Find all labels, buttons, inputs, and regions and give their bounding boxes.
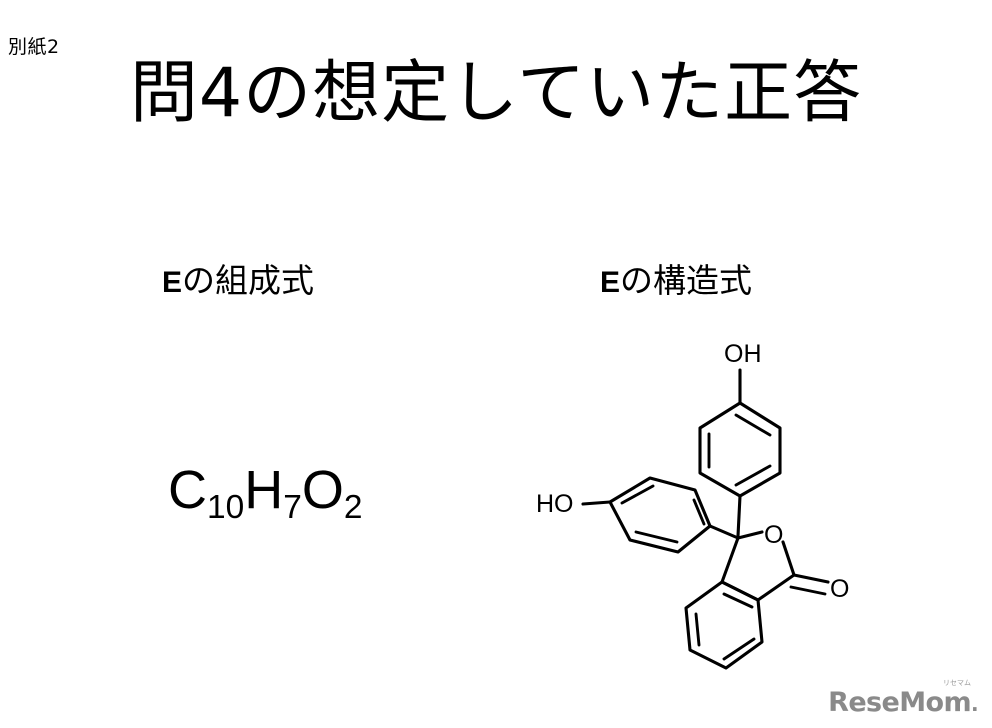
formula-element-c: C <box>168 460 207 520</box>
formula-count-c: 10 <box>207 489 245 527</box>
watermark-kana: リセマム <box>943 679 971 687</box>
upper-phenol-ring <box>698 401 782 498</box>
corner-label: 別紙2 <box>8 36 60 58</box>
label-carbonyl-oxygen: O <box>830 575 849 603</box>
heading-left-rest: の組成式 <box>182 261 315 300</box>
formula-element-o: O <box>301 460 344 520</box>
formula-count-o: 2 <box>343 489 363 527</box>
benzo-ring <box>684 580 764 670</box>
heading-left-lead: E <box>162 266 183 299</box>
label-left-hydroxyl: HO <box>536 490 574 518</box>
structural-formula-diagram: OH HO O <box>500 330 900 700</box>
page-title: 問4の想定していた正答 <box>129 54 863 133</box>
heading-structural-formula: Eの構造式 <box>600 261 753 300</box>
watermark-brand: ReseMom <box>828 687 971 718</box>
bond-upper-ring-to-spiro <box>736 494 742 538</box>
heading-right-lead: E <box>600 266 621 299</box>
watermark-dot: . <box>971 692 979 716</box>
empirical-formula: C10H7O2 <box>168 460 363 525</box>
formula-count-h: 7 <box>283 489 302 527</box>
formula-element-h: H <box>244 460 284 520</box>
heading-right-rest: の構造式 <box>620 261 753 300</box>
label-top-hydroxyl: OH <box>724 340 762 368</box>
left-phenol-ring <box>608 476 712 554</box>
bond-left-ring-to-spiro <box>708 524 740 540</box>
heading-empirical-formula: Eの組成式 <box>162 261 315 300</box>
label-ring-oxygen: O <box>764 521 783 549</box>
carbonyl-group <box>789 573 830 596</box>
bond-left-ring-to-ho <box>581 500 612 506</box>
